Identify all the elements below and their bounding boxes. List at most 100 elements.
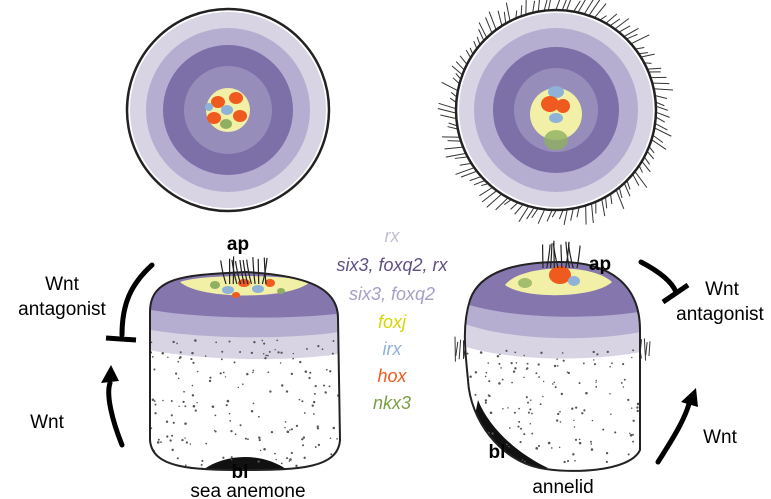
- cell-speckle: [155, 404, 157, 406]
- cell-speckle: [476, 422, 478, 424]
- inhibition-arrow-left: [122, 265, 152, 335]
- cell-speckle: [630, 434, 633, 437]
- cell-speckle: [177, 457, 179, 459]
- cell-speckle: [606, 452, 608, 454]
- cell-speckle: [602, 429, 604, 431]
- legend-irx: irx: [383, 339, 403, 359]
- cell-speckle: [172, 341, 174, 343]
- cell-speckle: [234, 361, 236, 363]
- cell-speckle: [183, 391, 185, 393]
- cell-speckle: [192, 394, 194, 396]
- cell-speckle: [621, 382, 623, 384]
- cell-speckle: [512, 467, 514, 469]
- cell-speckle: [483, 465, 485, 467]
- cell-speckle: [614, 431, 616, 433]
- cell-speckle: [530, 399, 532, 401]
- cell-speckle: [317, 345, 319, 347]
- cell-speckle: [596, 380, 598, 382]
- cell-speckle: [231, 456, 233, 458]
- cell-speckle: [185, 464, 187, 466]
- cell-speckle: [154, 412, 156, 414]
- cell-speckle: [606, 461, 608, 463]
- cell-speckle: [277, 351, 279, 353]
- cell-speckle: [488, 380, 490, 382]
- cell-speckle: [220, 372, 222, 374]
- cell-speckle: [523, 468, 526, 471]
- cell-speckle: [318, 444, 320, 446]
- apical-pole-label-left: ap: [227, 234, 249, 255]
- wnt-label-left: Wnt: [30, 412, 65, 433]
- cell-speckle: [214, 414, 216, 416]
- cell-speckle: [590, 441, 592, 443]
- cell-speckle: [281, 463, 283, 465]
- cell-speckle: [631, 407, 633, 409]
- cell-speckle: [523, 377, 525, 379]
- cell-speckle: [325, 463, 326, 464]
- cell-speckle: [594, 363, 596, 365]
- cell-speckle: [276, 340, 278, 342]
- cell-speckle: [333, 427, 336, 430]
- cell-speckle: [629, 433, 630, 434]
- cell-speckle: [579, 439, 581, 441]
- cell-speckle: [559, 411, 561, 413]
- cell-speckle: [299, 399, 301, 401]
- legend-nkx3: nkx3: [373, 393, 411, 413]
- cell-speckle: [585, 392, 588, 395]
- cell-speckle: [480, 351, 483, 354]
- apical-pole-label-right: ap: [589, 254, 611, 275]
- cell-speckle: [184, 437, 185, 438]
- cell-speckle: [572, 453, 574, 455]
- cell-speckle: [178, 378, 180, 380]
- cell-speckle: [173, 422, 175, 424]
- cell-speckle: [522, 459, 524, 461]
- cell-speckle: [314, 393, 316, 395]
- cell-speckle: [591, 448, 594, 451]
- cell-speckle: [177, 361, 179, 363]
- cell-speckle: [465, 449, 467, 451]
- cell-speckle: [468, 469, 469, 470]
- cilium: [459, 340, 460, 360]
- cell-speckle: [274, 453, 276, 455]
- cell-speckle: [563, 360, 565, 362]
- cell-speckle: [184, 405, 186, 407]
- cell-speckle: [581, 412, 583, 414]
- species-label-annelid: annelid: [532, 477, 593, 498]
- cell-speckle: [201, 464, 203, 466]
- cell-speckle: [169, 439, 171, 441]
- annelid-larva: [455, 241, 650, 475]
- cell-speckle: [579, 382, 581, 384]
- cell-speckle: [190, 443, 192, 445]
- cell-speckle: [557, 413, 559, 415]
- cell-speckle: [556, 419, 558, 421]
- cell-speckle: [475, 429, 477, 431]
- cell-speckle: [562, 352, 564, 354]
- cell-speckle: [467, 353, 469, 355]
- cell-speckle: [158, 439, 160, 441]
- cell-speckle: [280, 352, 282, 354]
- cell-speckle: [485, 376, 487, 378]
- cell-speckle: [632, 349, 634, 351]
- cell-speckle: [228, 340, 230, 342]
- cell-speckle: [518, 408, 520, 410]
- cell-speckle: [520, 441, 522, 443]
- legend-six3-foxq2: six3, foxq2: [349, 284, 435, 304]
- cell-speckle: [264, 357, 266, 359]
- cell-speckle: [251, 352, 253, 354]
- cell-speckle: [500, 367, 502, 369]
- blastopore-label-left: bl: [232, 462, 249, 483]
- cell-speckle: [520, 428, 522, 430]
- cell-speckle: [209, 377, 211, 379]
- cell-speckle: [333, 340, 335, 342]
- activation-arrow-right: [658, 400, 690, 462]
- cell-speckle: [509, 427, 511, 429]
- cell-speckle: [301, 438, 303, 440]
- cell-speckle: [592, 420, 593, 421]
- cell-speckle: [636, 406, 638, 408]
- cell-speckle: [301, 400, 303, 402]
- cell-speckle: [257, 460, 259, 462]
- cell-speckle: [267, 371, 269, 373]
- cell-speckle: [502, 379, 504, 381]
- cilium: [446, 153, 468, 157]
- cell-speckle: [475, 371, 477, 373]
- cell-speckle: [152, 399, 155, 402]
